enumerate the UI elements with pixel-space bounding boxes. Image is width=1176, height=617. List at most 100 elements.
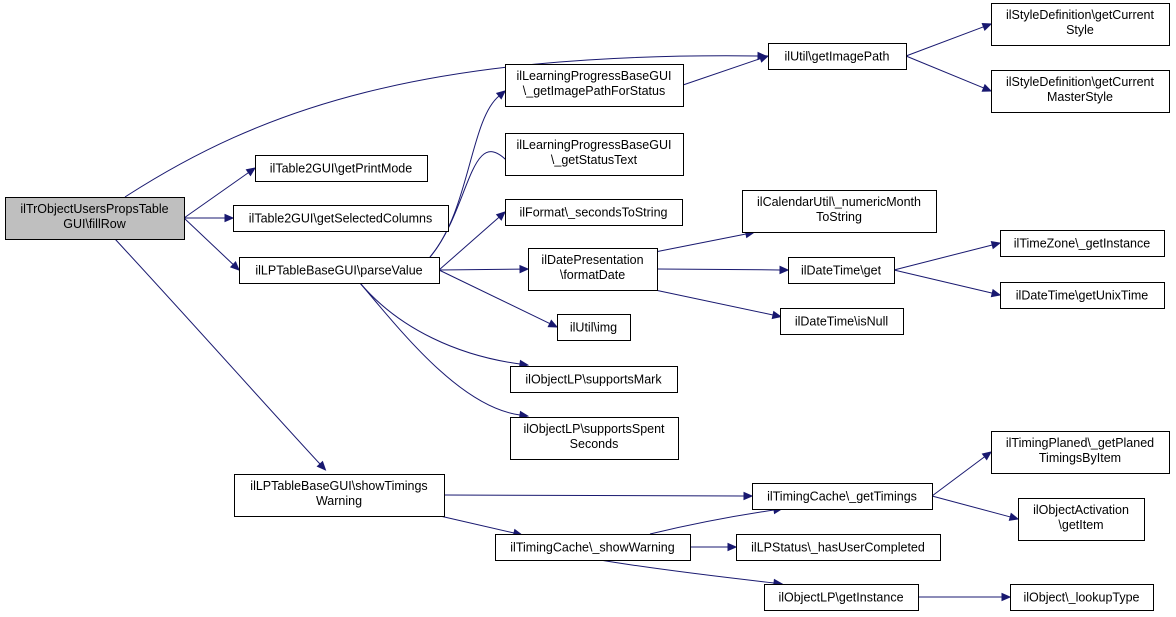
node-box [752, 483, 933, 510]
edge-parse-value-to-img [438, 269, 559, 328]
node-box [510, 417, 679, 460]
node-label-line: ilObjectLP\supportsSpent [523, 422, 665, 436]
node-box [233, 205, 449, 232]
arrowhead [990, 240, 1002, 250]
node-label-line: ilTimeZone\_getInstance [1014, 237, 1150, 251]
node-label-line: ilTimingCache\_getTimings [767, 490, 917, 504]
node-format-date[interactable]: ilDatePresentation\formatDate [528, 248, 658, 291]
node-label-line: ilTimingCache\_showWarning [510, 541, 674, 555]
node-label-line: ilUtil\img [570, 321, 617, 335]
node-box [1000, 230, 1165, 257]
node-seconds-to-string[interactable]: ilFormat\_secondsToString [505, 199, 683, 226]
edge-fill-row-to-get-print-mode [183, 167, 257, 219]
edge-format-date-to-numeric-month-to-string [654, 229, 756, 253]
node-label-line: ilFormat\_secondsToString [520, 206, 668, 220]
node-box [991, 70, 1170, 113]
node-box [505, 64, 684, 107]
node-img[interactable]: ilUtil\img [557, 314, 631, 341]
node-is-null[interactable]: ilDateTime\isNull [780, 308, 904, 335]
node-label-line: \_getStatusText [551, 153, 638, 167]
node-get-image-path-for-status[interactable]: ilLearningProgressBaseGUI\_getImagePathF… [505, 64, 684, 107]
node-box [764, 584, 919, 611]
node-get-print-mode[interactable]: ilTable2GUI\getPrintMode [255, 155, 428, 182]
node-get-item[interactable]: ilObjectActivation\getItem [1018, 498, 1145, 541]
edges-layer [114, 23, 1020, 602]
node-box [788, 257, 895, 284]
arrowhead [495, 211, 506, 221]
node-label-line: ilTrObjectUsersPropsTable [20, 202, 168, 216]
node-box [1000, 282, 1165, 309]
arrowhead [779, 265, 790, 275]
edge-show-timings-warning-to-get-timings [443, 491, 754, 501]
node-box [1010, 584, 1154, 611]
edge-format-date-to-is-null [654, 289, 783, 320]
node-label-line: ilTimingPlaned\_getPlaned [1006, 436, 1154, 450]
node-date-time-get[interactable]: ilDateTime\get [788, 257, 895, 284]
node-get-status-text[interactable]: ilLearningProgressBaseGUI\_getStatusText [505, 133, 684, 176]
node-label-line: \formatDate [560, 268, 625, 282]
node-label-line: ilObjectActivation [1033, 503, 1129, 517]
arrowhead [758, 54, 770, 63]
node-label-line: ilLPStatus\_hasUserCompleted [751, 541, 925, 555]
node-get-image-path[interactable]: ilUtil\getImagePath [768, 43, 907, 70]
node-box [742, 190, 937, 233]
edge-parse-value-to-supports-spent-seconds [359, 282, 530, 420]
node-box [234, 474, 445, 517]
arrowhead [1001, 592, 1012, 602]
node-lookup-type[interactable]: ilObject\_lookupType [1010, 584, 1154, 611]
node-parse-value[interactable]: ilLPTableBaseGUI\parseValue [239, 257, 440, 284]
node-label-line: ilLPTableBaseGUI\showTimings [250, 479, 427, 493]
node-get-selected-columns[interactable]: ilTable2GUI\getSelectedColumns [233, 205, 449, 232]
node-get-instance-lp[interactable]: ilObjectLP\getInstance [764, 584, 919, 611]
edge-show-warning-to-get-instance-lp [599, 559, 784, 588]
node-has-user-completed[interactable]: ilLPStatus\_hasUserCompleted [736, 534, 941, 561]
node-label-line: ilCalendarUtil\_numericMonth [757, 195, 921, 209]
node-label-line: ilDateTime\getUnixTime [1016, 289, 1148, 303]
edge-get-timings-to-get-item [931, 495, 1020, 521]
node-label-line: \_getImagePathForStatus [523, 84, 665, 98]
node-label-line: ilLPTableBaseGUI\parseValue [255, 264, 422, 278]
node-box [780, 308, 904, 335]
node-label-line: ilObject\_lookupType [1023, 591, 1139, 605]
arrowhead [547, 319, 559, 328]
node-label-line: ToString [816, 210, 862, 224]
node-box [528, 248, 658, 291]
node-label-line: ilStyleDefinition\getCurrent [1006, 75, 1155, 89]
edge-get-instance-lp-to-lookup-type [918, 592, 1012, 602]
node-label-line: MasterStyle [1047, 90, 1113, 104]
arrowhead [981, 83, 993, 92]
node-show-warning[interactable]: ilTimingCache\_showWarning [495, 534, 691, 561]
arrowhead [981, 23, 993, 31]
node-label-line: TimingsByItem [1039, 451, 1121, 465]
edge-fill-row-to-get-selected-columns [184, 213, 235, 223]
node-label-line: ilDateTime\isNull [795, 315, 888, 329]
node-get-instance-tz[interactable]: ilTimeZone\_getInstance [1000, 230, 1165, 257]
edge-show-timings-warning-to-show-warning [439, 515, 524, 538]
node-label-line: ilLearningProgressBaseGUI [517, 69, 672, 83]
arrowhead [743, 491, 754, 501]
node-label-line: ilStyleDefinition\getCurrent [1006, 8, 1155, 22]
node-box [736, 534, 941, 561]
edge-date-time-get-to-get-unix-time [893, 269, 1002, 298]
node-box [1018, 498, 1145, 541]
node-box [5, 197, 185, 240]
node-get-timings[interactable]: ilTimingCache\_getTimings [752, 483, 933, 510]
node-label-line: GUI\fillRow [63, 217, 126, 231]
node-box [991, 431, 1170, 474]
node-get-unix-time[interactable]: ilDateTime\getUnixTime [1000, 282, 1165, 309]
node-box [495, 534, 691, 561]
arrowhead [727, 542, 738, 552]
node-supports-mark[interactable]: ilObjectLP\supportsMark [510, 366, 678, 393]
node-label-line: ilDatePresentation [541, 253, 643, 267]
edge-parse-value-to-format-date [438, 264, 530, 274]
edge-fill-row-to-show-timings-warning [114, 238, 327, 471]
node-box [768, 43, 907, 70]
